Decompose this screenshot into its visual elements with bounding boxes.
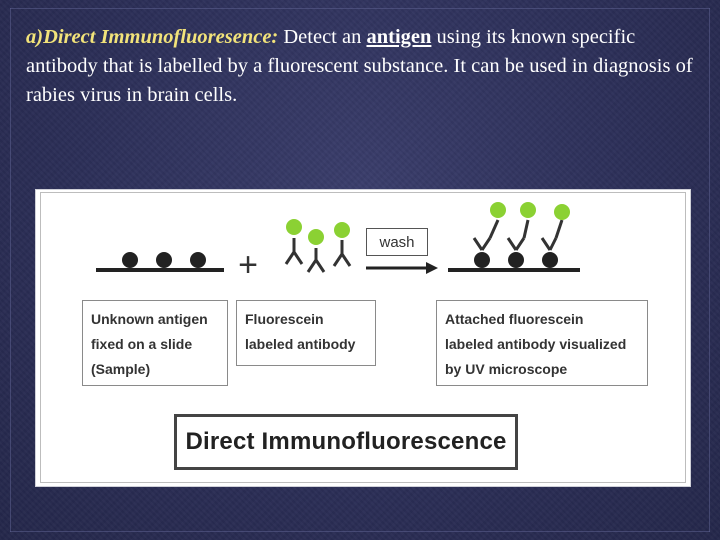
- heading-text-after: using its known specific antibody that i…: [26, 26, 693, 106]
- labeled-antibody: [284, 238, 304, 265]
- plus-symbol: +: [238, 246, 258, 284]
- label-box-sample: Unknown antigen fixed on a slide (Sample…: [82, 300, 228, 386]
- heading-lead: a)Direct Immunofluoresence:: [26, 26, 279, 48]
- arrow-head: [426, 262, 438, 274]
- frame-line-left: [10, 8, 11, 532]
- fluorescein-label: [334, 222, 350, 238]
- heading-text-before: Detect an: [278, 26, 367, 48]
- fluorescein-label: [308, 229, 324, 245]
- label-line: by UV microscope: [445, 361, 568, 377]
- label-box-result: Attached fluorescein labeled antibody vi…: [436, 300, 648, 386]
- attached-antibody: [540, 204, 570, 268]
- label-line: fixed on a slide: [91, 336, 193, 352]
- diagram-title: Direct Immunofluorescence: [174, 414, 518, 470]
- frame-line-bottom: [10, 531, 710, 532]
- fluorescein-label: [286, 219, 302, 235]
- heading-keyword: antigen: [366, 26, 432, 48]
- label-line: Fluorescein: [245, 311, 324, 327]
- label-line: labeled antibody: [245, 336, 356, 352]
- antigen-dot: [156, 252, 172, 268]
- labeled-antibody: [306, 248, 326, 273]
- frame-line-right: [709, 8, 710, 532]
- frame-line-top: [10, 8, 710, 9]
- attached-antibody: [506, 202, 536, 268]
- wash-label: wash: [366, 228, 428, 256]
- figure-border: [40, 192, 686, 483]
- antigen-dot: [190, 252, 206, 268]
- label-line: (Sample): [91, 361, 151, 377]
- diagram-drawing: +: [96, 202, 580, 284]
- slide-heading: a)Direct Immunofluoresence: Detect an an…: [26, 23, 698, 110]
- antigen-dot: [122, 252, 138, 268]
- label-line: Unknown antigen: [91, 311, 208, 327]
- labeled-antibody: [332, 240, 352, 267]
- diagram-figure: +: [36, 190, 690, 486]
- attached-antibody: [472, 202, 506, 268]
- label-line: labeled antibody visualized: [445, 336, 627, 352]
- label-box-antibody: Fluorescein labeled antibody: [236, 300, 376, 366]
- label-line: Attached fluorescein: [445, 311, 584, 327]
